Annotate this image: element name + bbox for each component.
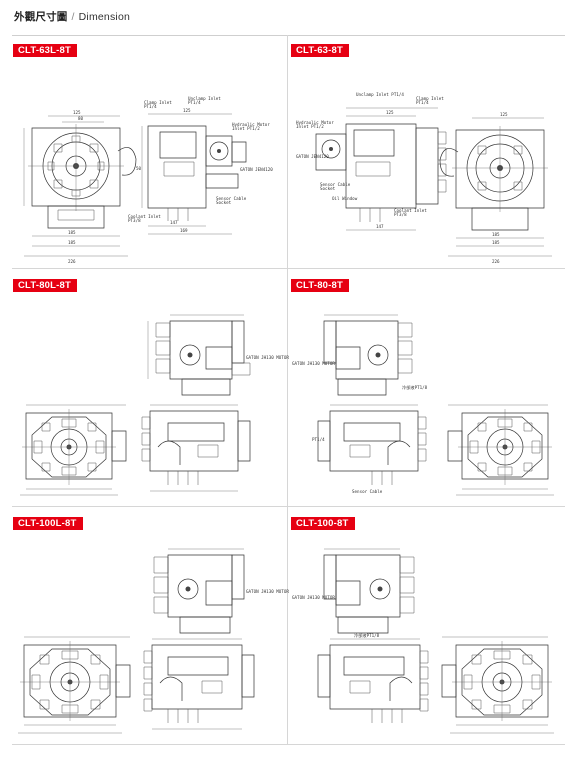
model-tag: CLT-100-8T bbox=[291, 517, 355, 530]
svg-text:GATON JH130 MOTOR: GATON JH130 MOTOR bbox=[292, 361, 335, 366]
svg-text:GATON JH130 MOTOR: GATON JH130 MOTOR bbox=[246, 355, 289, 360]
svg-text:PT1/4: PT1/4 bbox=[416, 100, 429, 105]
panel-clt-100-8t: CLT-100-8T GATON JH130 MOTOR 冷卻液PT1/8 bbox=[288, 507, 565, 744]
svg-text:147: 147 bbox=[170, 220, 178, 225]
svg-text:226: 226 bbox=[492, 259, 500, 264]
page-header: 外觀尺寸圖/Dimension bbox=[14, 9, 130, 24]
svg-text:PT1/4: PT1/4 bbox=[144, 104, 157, 109]
svg-text:185: 185 bbox=[492, 232, 500, 237]
svg-text:Unclamp Inlet PT1/4: Unclamp Inlet PT1/4 bbox=[356, 92, 404, 97]
svg-text:Oil Window: Oil Window bbox=[332, 196, 358, 201]
svg-text:PT1/4: PT1/4 bbox=[312, 437, 325, 442]
row-divider-1 bbox=[12, 268, 565, 269]
svg-text:GATON JEN4120: GATON JEN4120 bbox=[240, 167, 273, 172]
svg-text:Hydraulic Motor: Hydraulic Motor bbox=[296, 120, 334, 125]
svg-text:Sensor Cable: Sensor Cable bbox=[352, 489, 383, 494]
svg-text:GATON JH130 MOTOR: GATON JH130 MOTOR bbox=[292, 595, 335, 600]
svg-text:PT1/4: PT1/4 bbox=[188, 100, 201, 105]
svg-text:Inlet PT1/2: Inlet PT1/2 bbox=[232, 126, 260, 131]
dimension-drawing: 185 185 226 125 80 125 147 169 50 Clamp … bbox=[18, 96, 273, 264]
svg-text:Socket: Socket bbox=[320, 186, 336, 191]
svg-text:Unclamp Inlet: Unclamp Inlet bbox=[188, 96, 221, 101]
panel-clt-63-8t: CLT-63-8T 125 147 Unclamp Inlet PT1/4 Cl… bbox=[288, 36, 565, 268]
svg-text:Coolant Inlet: Coolant Inlet bbox=[128, 214, 161, 219]
svg-text:185: 185 bbox=[492, 240, 500, 245]
page-title-en: Dimension bbox=[78, 11, 131, 23]
dimension-drawing: GATON JH130 MOTOR 冷卻液PT1/8 PT1/4 Sensor … bbox=[292, 313, 560, 503]
svg-text:80: 80 bbox=[78, 116, 84, 121]
svg-text:185: 185 bbox=[68, 240, 76, 245]
dimension-drawing: GATON JH130 MOTOR bbox=[18, 313, 289, 503]
svg-text:125: 125 bbox=[386, 110, 394, 115]
svg-text:125: 125 bbox=[500, 112, 508, 117]
svg-text:Socket: Socket bbox=[216, 200, 232, 205]
svg-text:226: 226 bbox=[68, 259, 76, 264]
panel-clt-100l-8t: CLT-100L-8T GATON JH130 MOTOR bbox=[0, 507, 289, 744]
dimension-drawing: 125 147 Unclamp Inlet PT1/4 Clamp Inlet … bbox=[296, 92, 558, 264]
svg-text:50: 50 bbox=[136, 166, 142, 171]
svg-text:Sensor Cable: Sensor Cable bbox=[216, 196, 247, 201]
svg-text:Sensor Cable: Sensor Cable bbox=[320, 182, 351, 187]
panel-clt-80-8t: CLT-80-8T GATON JH130 MOTOR 冷卻液PT1/8 PT1… bbox=[288, 269, 565, 506]
model-tag: CLT-80-8T bbox=[291, 279, 350, 292]
model-tag: CLT-100L-8T bbox=[13, 517, 83, 530]
svg-text:125: 125 bbox=[73, 110, 81, 115]
svg-text:Clamp Inlet: Clamp Inlet bbox=[416, 96, 444, 101]
svg-text:冷卻液PT1/8: 冷卻液PT1/8 bbox=[402, 384, 428, 391]
model-tag: CLT-63-8T bbox=[291, 44, 350, 57]
model-tag: CLT-63L-8T bbox=[13, 44, 78, 57]
svg-text:147: 147 bbox=[376, 224, 384, 229]
svg-text:125: 125 bbox=[183, 108, 191, 113]
dimension-drawing: GATON JH130 MOTOR 冷卻液PT1/8 bbox=[292, 549, 560, 741]
title-separator: / bbox=[71, 11, 75, 23]
svg-text:Inlet PT1/2: Inlet PT1/2 bbox=[296, 124, 324, 129]
svg-text:冷卻液PT1/8: 冷卻液PT1/8 bbox=[354, 632, 380, 639]
svg-text:Clamp Inlet: Clamp Inlet bbox=[144, 100, 172, 105]
column-divider bbox=[287, 35, 288, 744]
svg-text:Hydraulic Motor: Hydraulic Motor bbox=[232, 122, 270, 127]
page-title-cjk: 外觀尺寸圖 bbox=[14, 11, 68, 23]
row-divider-2 bbox=[12, 506, 565, 507]
panel-clt-63l-8t: CLT-63L-8T 185 185 226 125 80 bbox=[0, 36, 287, 268]
svg-text:169: 169 bbox=[180, 228, 188, 233]
svg-text:GATON JH130 MOTOR: GATON JH130 MOTOR bbox=[246, 589, 289, 594]
svg-text:PT3/8: PT3/8 bbox=[128, 218, 141, 223]
svg-text:Coolant Inlet: Coolant Inlet bbox=[394, 208, 427, 213]
svg-text:185: 185 bbox=[68, 230, 76, 235]
dimension-drawing: GATON JH130 MOTOR bbox=[18, 549, 289, 741]
svg-text:PT3/8: PT3/8 bbox=[394, 212, 407, 217]
panel-clt-80l-8t: CLT-80L-8T GATON JH130 MOTOR bbox=[0, 269, 289, 506]
row-divider-3 bbox=[12, 744, 565, 745]
svg-text:GATON JEN4120: GATON JEN4120 bbox=[296, 154, 329, 159]
header-divider bbox=[12, 35, 565, 36]
model-tag: CLT-80L-8T bbox=[13, 279, 78, 292]
